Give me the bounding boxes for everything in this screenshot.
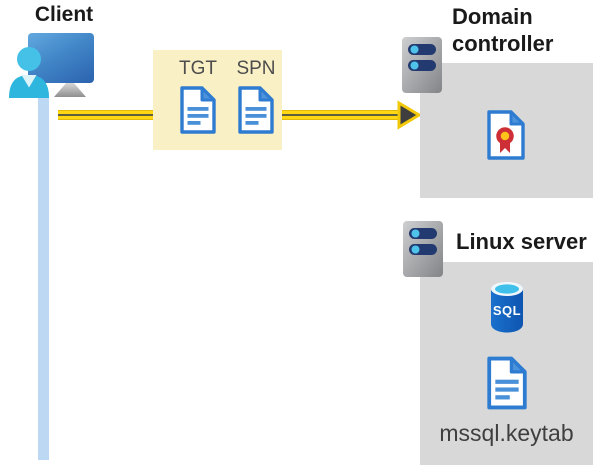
tgt-label: TGT	[179, 58, 217, 79]
keytab-document-icon	[487, 356, 527, 410]
user-icon	[9, 47, 49, 98]
keytab-filename-label: mssql.keytab	[439, 420, 574, 446]
linux-server-label: Linux server	[456, 229, 587, 254]
arrow-head-icon	[397, 100, 422, 130]
tgt-document-icon	[180, 86, 216, 134]
server-icon	[403, 221, 443, 277]
arrow-shaft-right	[282, 110, 400, 120]
arrow-shaft-left	[58, 110, 153, 120]
spn-document-icon	[238, 86, 274, 134]
certificate-icon	[487, 110, 525, 160]
sql-database-label: SQL	[492, 303, 522, 318]
sql-database-icon	[491, 282, 523, 333]
domain-controller-label: Domain controller	[452, 4, 554, 56]
client-label: Client	[34, 3, 94, 26]
client-connector-line	[38, 92, 49, 460]
spn-label: SPN	[236, 58, 276, 79]
monitor-stand	[54, 83, 86, 97]
server-icon	[402, 37, 442, 93]
